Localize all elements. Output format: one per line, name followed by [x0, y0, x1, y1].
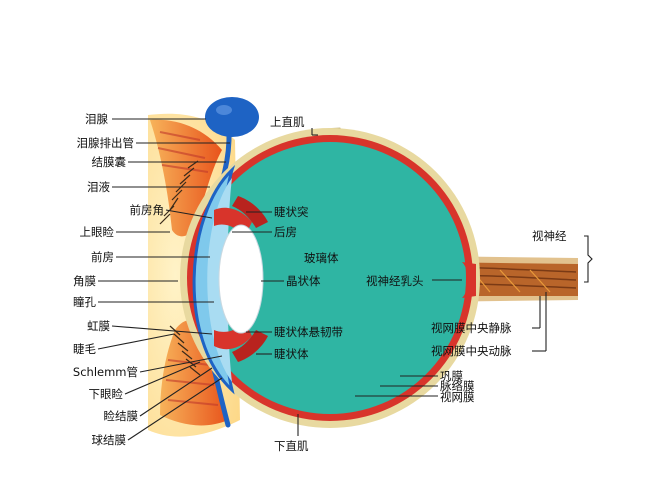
label-palpebral-conjunctiva: 睑结膜 [104, 409, 139, 423]
label-tear-fluid: 泪液 [87, 180, 110, 194]
vitreous-shape [194, 142, 466, 414]
lower-eyelashes [169, 325, 201, 376]
label-vitreous-body: 玻璃体 [304, 251, 339, 265]
label-lacrimal-gland: 泪腺 [85, 112, 108, 126]
label-ciliary-body: 睫状体 [274, 347, 309, 361]
lacrimal-gland-shape [205, 97, 259, 137]
label-cornea: 角膜 [73, 274, 96, 288]
label-iris: 虹膜 [87, 319, 110, 333]
lower-eyelid-shape [160, 319, 228, 426]
label-central-retinal-artery: 视网膜中央动脉 [431, 344, 512, 358]
label-sclera: 巩膜 [440, 369, 463, 383]
label-lens: 晶状体 [286, 274, 321, 288]
label-ciliary-process: 睫状突 [274, 205, 309, 219]
label-lower-eyelid: 下眼睑 [89, 387, 124, 401]
label-conjunctival-sac: 结膜囊 [92, 155, 127, 169]
label-bulbar-conjunctiva: 球结膜 [92, 433, 127, 447]
label-anterior-chamber-angle: 前房角 [130, 203, 165, 217]
label-central-retinal-vein: 视网膜中央静脉 [431, 321, 512, 335]
label-upper-eyelid: 上眼睑 [80, 225, 115, 239]
label-posterior-chamber: 后房 [274, 225, 297, 239]
label-eyelash: 睫毛 [73, 342, 96, 356]
label-schlemm-canal: Schlemm管 [73, 365, 138, 379]
leader-lines [97, 118, 593, 441]
label-retina: 视网膜 [440, 390, 475, 404]
optic-disc-shape [462, 262, 476, 298]
lens-shape [218, 224, 264, 334]
label-inferior-rectus: 下直肌 [274, 439, 309, 453]
label-superior-rectus: 上直肌 [270, 115, 305, 129]
label-pupil: 瞳孔 [73, 295, 96, 309]
label-zonule: 睫状体悬韧带 [274, 325, 343, 339]
label-optic-nerve: 视神经 [532, 229, 567, 243]
upper-eyelid-stripes [157, 131, 209, 173]
label-optic-disc: 视神经乳头 [366, 274, 424, 288]
label-choroid: 脉络膜 [440, 379, 475, 393]
label-anterior-chamber: 前房 [91, 250, 114, 264]
label-lacrimal-duct: 泪腺排出管 [77, 136, 135, 150]
